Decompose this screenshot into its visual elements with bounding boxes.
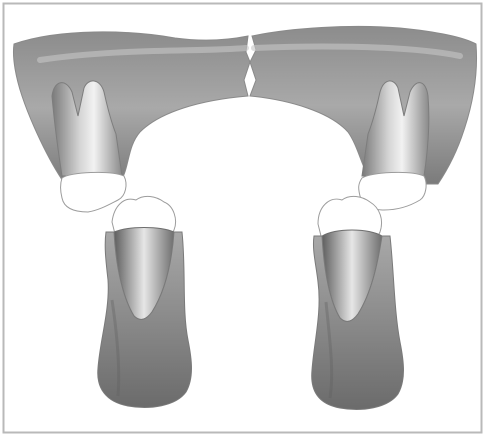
dental-occlusion-svg — [0, 0, 485, 436]
dental-occlusion-diagram — [0, 0, 485, 436]
